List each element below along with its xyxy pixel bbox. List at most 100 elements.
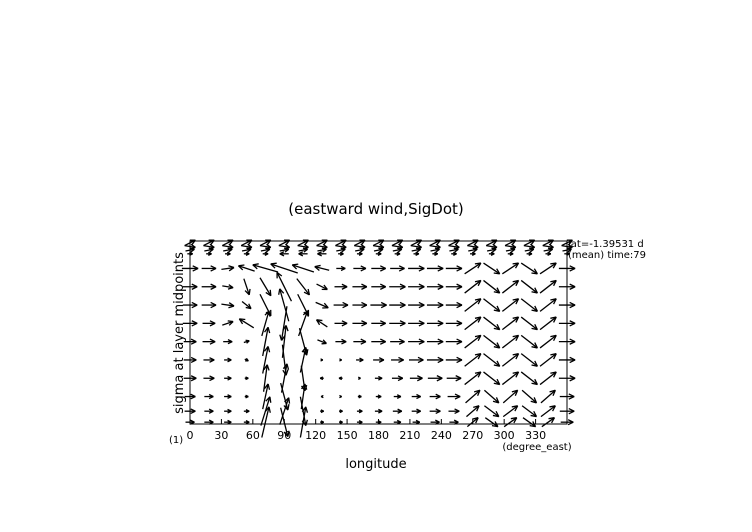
wind-vector-arrow xyxy=(278,239,291,247)
wind-vector-arrow xyxy=(244,376,249,381)
wind-vector-arrow xyxy=(545,251,552,256)
wind-vector-arrow xyxy=(426,320,444,327)
wind-vector-arrow xyxy=(410,239,423,247)
wind-vector-arrow xyxy=(483,371,501,386)
wind-vector-arrow xyxy=(558,283,576,290)
wind-vector-arrow xyxy=(357,394,362,399)
wind-vector-arrow xyxy=(561,239,573,247)
wind-vector-arrow xyxy=(243,251,250,256)
wind-vector-arrow xyxy=(426,283,444,290)
wind-vector-arrow xyxy=(353,239,366,247)
wind-vector-arrow xyxy=(243,278,251,296)
wind-vector-arrow xyxy=(356,409,363,414)
wind-vector-arrow xyxy=(558,375,576,382)
wind-vector-arrow xyxy=(520,316,538,331)
annotation-latitude: lat=-1.39531 d xyxy=(568,239,644,250)
wind-vector-arrow xyxy=(543,247,554,253)
wind-vector-arrow xyxy=(224,419,232,425)
wind-vector-arrow xyxy=(243,339,250,344)
wind-vector-arrow xyxy=(390,338,405,345)
wind-vector-arrow xyxy=(501,262,520,275)
wind-vector-arrow xyxy=(371,320,386,327)
wind-vector-arrow xyxy=(445,338,463,345)
wind-vector-arrow xyxy=(181,265,199,272)
wind-vector-arrow xyxy=(204,393,214,400)
wind-vector-arrow xyxy=(279,251,289,257)
wind-vector-arrow xyxy=(315,319,328,328)
wind-vector-arrow xyxy=(391,375,404,382)
wind-vector-arrow xyxy=(241,247,252,253)
wind-vector-arrow xyxy=(374,408,383,414)
wind-vector-arrow xyxy=(317,339,327,345)
wind-vector-arrow xyxy=(182,320,198,327)
wind-vector-arrow xyxy=(279,247,290,253)
wind-vector-arrow xyxy=(262,364,270,392)
x-tick-label: 300 xyxy=(494,429,515,442)
wind-vector-arrow xyxy=(203,375,215,382)
wind-vector-arrow xyxy=(484,405,500,418)
wind-vector-arrow xyxy=(445,320,463,327)
wind-vector-arrow xyxy=(183,375,197,382)
wind-vector-arrow xyxy=(412,419,421,425)
wind-vector-arrow xyxy=(259,277,272,297)
wind-vector-arrow xyxy=(539,279,557,294)
wind-vector-arrow xyxy=(445,301,463,309)
y-axis-label: sigma at layer midpoints xyxy=(172,252,187,414)
wind-vector-arrow xyxy=(223,247,233,253)
wind-vector-arrow xyxy=(316,283,328,291)
wind-vector-arrow xyxy=(182,283,198,290)
wind-vector-arrow xyxy=(373,357,385,363)
wind-vector-arrow xyxy=(427,375,443,382)
wind-vector-arrow xyxy=(319,376,324,381)
wind-vector-arrow xyxy=(393,419,402,425)
wind-vector-arrow xyxy=(520,334,538,349)
wind-vector-arrow xyxy=(243,420,250,425)
wind-vector-arrow xyxy=(464,298,482,312)
wind-vector-arrow xyxy=(356,251,363,256)
wind-vector-arrow xyxy=(320,420,325,425)
wind-vector-arrow xyxy=(291,263,315,273)
wind-vector-arrow xyxy=(429,239,441,247)
wind-vector-arrow xyxy=(356,420,363,425)
wind-vector-arrow xyxy=(317,251,327,257)
wind-vector-arrow xyxy=(338,376,343,381)
wind-vector-arrow xyxy=(464,334,482,349)
wind-vector-arrow xyxy=(183,338,197,345)
wind-vector-arrow xyxy=(520,353,538,367)
wind-vector-arrow xyxy=(429,393,441,400)
wind-vector-arrow xyxy=(320,409,325,414)
wind-vector-arrow xyxy=(464,353,482,367)
wind-vector-arrow xyxy=(466,405,480,418)
wind-vector-arrow xyxy=(279,397,291,425)
vector-arrows xyxy=(181,239,576,438)
wind-vector-arrow xyxy=(411,393,421,400)
wind-vector-arrow xyxy=(483,316,501,331)
wind-vector-arrow xyxy=(333,301,349,309)
wind-vector-arrow xyxy=(201,265,217,272)
y-axis-bottom-label: (1) xyxy=(169,435,183,446)
wind-vector-arrow xyxy=(202,320,216,327)
wind-vector-arrow xyxy=(520,279,538,294)
wind-vector-arrow xyxy=(408,301,425,309)
wind-vector-arrow xyxy=(317,247,327,253)
wind-vector-arrow xyxy=(526,251,533,256)
wind-vector-arrow xyxy=(483,298,501,312)
wind-vector-arrow xyxy=(520,371,538,386)
wind-vector-arrow xyxy=(371,283,386,290)
wind-vector-arrow xyxy=(558,338,576,345)
x-axis-units: (degree_east) xyxy=(502,442,571,453)
wind-vector-arrow xyxy=(408,320,425,327)
wind-vector-arrow xyxy=(296,278,311,296)
wind-vector-arrow xyxy=(279,306,288,341)
wind-vector-arrow xyxy=(521,405,538,418)
wind-vector-arrow xyxy=(339,409,343,414)
wind-vector-arrow xyxy=(336,247,346,253)
wind-vector-arrow xyxy=(262,251,269,256)
wind-vector-arrow xyxy=(411,408,421,414)
wind-vector-arrow xyxy=(426,356,444,364)
wind-vector-arrow xyxy=(464,262,482,275)
wind-vector-arrow xyxy=(262,326,271,357)
wind-vector-arrow xyxy=(238,318,255,329)
wind-vector-arrow xyxy=(224,375,232,381)
wind-vector-arrow xyxy=(504,239,517,247)
